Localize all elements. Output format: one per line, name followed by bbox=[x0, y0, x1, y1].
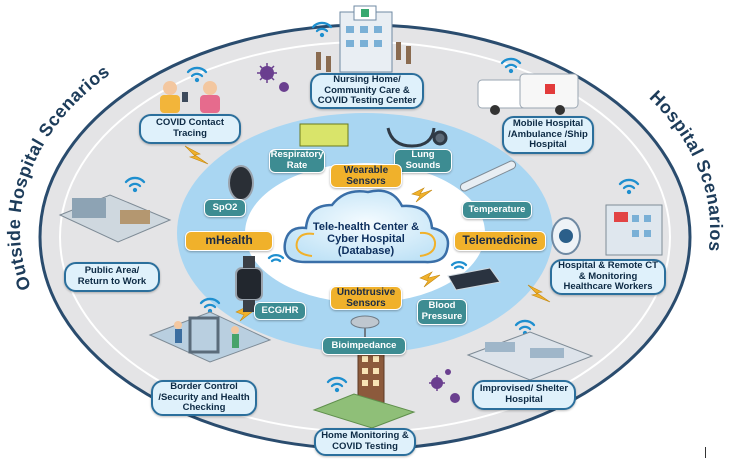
wifi-icon bbox=[186, 66, 208, 83]
label-hospital-remote: Hospital & Remote CT & Monitoring Health… bbox=[550, 259, 666, 295]
label-blood-pressure: Blood Pressure bbox=[417, 299, 467, 325]
label-mobile-hospital: Mobile Hospital /Ambulance /Ship Hospita… bbox=[502, 116, 594, 154]
wifi-icon bbox=[267, 254, 285, 263]
label-mhealth: mHealth bbox=[185, 231, 273, 251]
label-public-area: Public Area/ Return to Work bbox=[64, 262, 160, 292]
center-label: Tele-health Center & Cyber Hospital (Dat… bbox=[312, 220, 420, 258]
label-ecg-hr: ECG/HR bbox=[254, 302, 306, 320]
label-border-control: Border Control /Security and Health Chec… bbox=[151, 380, 257, 416]
label-home-monitoring: Home Monitoring & COVID Testing bbox=[314, 428, 416, 456]
label-shelter-hospital: Improvised/ Shelter Hospital bbox=[472, 380, 576, 410]
cloud-icon bbox=[283, 189, 450, 264]
text-cursor bbox=[705, 447, 706, 458]
label-covid-contact-tracing: COVID Contact Tracing bbox=[139, 114, 241, 144]
label-unobtrusive-sensors: Unobtrusive Sensors bbox=[330, 286, 402, 310]
nursing-home-illustration bbox=[316, 5, 411, 73]
label-wearable-sensors: Wearable Sensors bbox=[330, 164, 402, 188]
wifi-icon bbox=[311, 21, 333, 38]
wifi-icon bbox=[500, 57, 522, 74]
wifi-icon bbox=[124, 176, 146, 193]
label-temperature: Temperature bbox=[462, 201, 532, 219]
lightning-icon bbox=[527, 284, 551, 303]
label-spo2: SpO2 bbox=[204, 199, 246, 217]
label-respiratory-rate: Respiratory Rate bbox=[269, 149, 325, 173]
hospital-illustration bbox=[551, 204, 663, 256]
border-control-illustration bbox=[148, 311, 272, 363]
lightning-icon bbox=[184, 145, 209, 165]
label-lung-sounds: Lung Sounds bbox=[394, 149, 452, 173]
label-bioimpedance: Bioimpedance bbox=[322, 337, 406, 355]
bioimpedance-device-icon bbox=[350, 315, 380, 338]
contact-tracing-illustration bbox=[160, 81, 220, 113]
label-telemedicine: Telemedicine bbox=[454, 231, 546, 251]
smartwatch-icon bbox=[235, 256, 263, 312]
public-area-illustration bbox=[58, 194, 172, 243]
bp-sensor-icon bbox=[447, 267, 501, 291]
lightning-icon bbox=[411, 187, 433, 203]
wifi-icon bbox=[450, 261, 468, 270]
label-nursing-home: Nursing Home/ Community Care & COVID Tes… bbox=[310, 73, 424, 109]
lightning-icon bbox=[419, 271, 441, 288]
ring-sensor-icon bbox=[228, 165, 254, 201]
ambulance-illustration bbox=[477, 73, 579, 115]
shelter-hospital-illustration bbox=[466, 331, 594, 381]
thermometer-icon bbox=[459, 160, 517, 192]
stethoscope-icon bbox=[386, 127, 448, 148]
wifi-icon bbox=[326, 376, 348, 393]
home-monitoring-illustration bbox=[312, 349, 416, 429]
circuit-board-icon bbox=[299, 123, 349, 147]
wifi-icon bbox=[618, 178, 640, 195]
